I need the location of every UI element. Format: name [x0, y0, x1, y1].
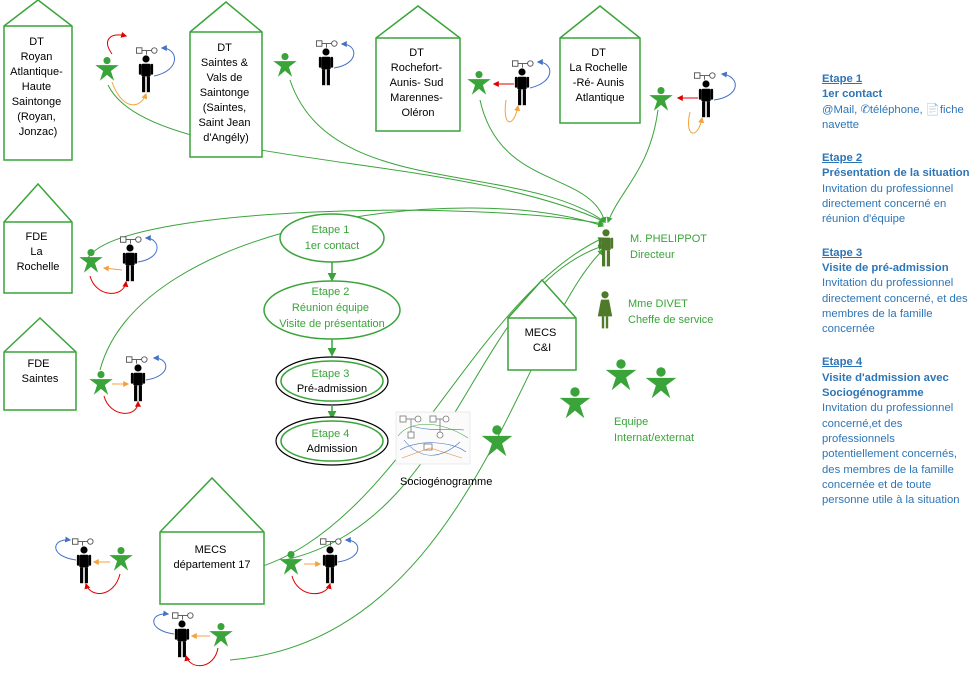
house-label: MECS département 17: [173, 544, 250, 571]
people-group-dtsaintes: [273, 40, 355, 86]
people-group-fdelarochelle: [79, 235, 158, 294]
people-group-mecs17-bottom: [153, 610, 233, 666]
team-member-icon: [605, 359, 637, 391]
genogram-icon: [72, 538, 94, 546]
house-label: DT La Rochelle -Ré- Aunis Atlantique: [569, 47, 630, 104]
professional-icon: [122, 244, 138, 282]
chef-name: Mme DIVET: [628, 298, 688, 310]
chef-role: Cheffe de service: [628, 314, 713, 326]
team-member-icon: [481, 425, 513, 457]
genogram-icon: [126, 356, 148, 364]
director-role: Directeur: [630, 249, 675, 261]
director-icon: [598, 229, 614, 267]
professional-icon: [174, 620, 190, 658]
genogram-icon: [120, 236, 142, 244]
house-fde-larochelle: FDE La Rochelle: [3, 182, 73, 294]
link-dtsaintes-director: [289, 79, 606, 223]
team-member-icon: [559, 387, 591, 419]
step-1-ellipse: [279, 213, 385, 263]
sociogram-thumbnail: [395, 411, 471, 465]
team-label-2: Internat/externat: [614, 432, 694, 444]
genogram-icon: [136, 47, 158, 55]
team-label-1: Equipe: [614, 416, 648, 428]
child-icon: [109, 546, 133, 571]
house-dt-larochelle: DT La Rochelle -Ré- Aunis Atlantique: [559, 5, 641, 124]
professional-icon: [698, 80, 714, 118]
side-step-title: Etape 3: [822, 246, 863, 259]
director-name: M. PHELIPPOT: [630, 233, 707, 245]
side-step-1: Etape 1 1er contact @Mail, ✆téléphone, 📄…: [822, 72, 974, 133]
side-step-heading: Présentation de la situation: [822, 167, 970, 180]
house-dt-rochefort: DT Rochefort- Aunis- Sud Marennes- Oléro…: [375, 5, 461, 132]
side-step-heading: Visite d'admission avec Sociogénogramme: [822, 371, 949, 400]
people-group-mecs17-left: [55, 536, 133, 594]
side-step-3: Etape 3 Visite de pré-admission Invitati…: [822, 246, 974, 338]
child-icon: [279, 550, 303, 575]
side-step-title: Etape 2: [822, 152, 863, 165]
side-step-body: Invitation du professionnel directement …: [822, 277, 968, 336]
step-4-label: Etape 4 Admission: [307, 428, 358, 455]
house-mecs-ci: MECS C&I: [507, 278, 577, 371]
side-step-heading: Visite de pré-admission: [822, 261, 949, 274]
genogram-icon: [172, 612, 194, 620]
genogram-icon: [320, 538, 342, 546]
genogram-icon: [316, 40, 338, 48]
side-step-body: @Mail, ✆téléphone, 📄fiche navette: [822, 103, 964, 131]
child-icon: [209, 622, 233, 647]
step-3-label: Etape 3 Pré-admission: [297, 368, 367, 395]
child-icon: [95, 56, 119, 81]
house-label: DT Royan Atlantique- Haute Saintonge (Ro…: [10, 36, 66, 138]
steps-flow: Etape 1 1er contact Etape 2 Réunion équi…: [263, 213, 401, 466]
professional-icon: [322, 546, 338, 584]
steps-sidebar: Etape 1 1er contact @Mail, ✆téléphone, 📄…: [822, 72, 974, 526]
people-group-dtroyan: [95, 31, 175, 106]
house-label: FDE Saintes: [22, 358, 59, 385]
child-icon: [89, 370, 113, 395]
link-fdelarochelle-director: [87, 209, 605, 259]
side-step-body: Invitation du professionnel directement …: [822, 182, 954, 226]
link-mecs17-b-director: [284, 244, 605, 561]
people-group-dtrochefort: [467, 59, 551, 123]
sociogram-label: Sociogénogramme: [400, 476, 492, 488]
team-member-icon: [645, 367, 677, 399]
people-group-fdesaintes: [89, 355, 167, 414]
child-icon: [467, 70, 491, 95]
house-fde-saintes: FDE Saintes: [3, 316, 77, 411]
link-dtlarochelle-director: [606, 109, 659, 224]
house-label: DT Saintes & Vals de Saintonge (Saintes,…: [198, 42, 253, 144]
people-group-mecs17-right: [279, 537, 359, 595]
house-label: FDE La Rochelle: [17, 231, 60, 273]
side-step-heading: 1er contact: [822, 88, 883, 101]
house-label: DT Rochefort- Aunis- Sud Marennes- Oléro…: [390, 47, 447, 119]
professional-icon: [318, 48, 334, 86]
link-mecs17-c-director: [229, 249, 604, 661]
side-step-4: Etape 4 Visite d'admission avec Sociogén…: [822, 355, 974, 508]
genogram-icon: [512, 60, 534, 68]
link-dtroyan-director: [107, 84, 607, 223]
child-icon: [79, 248, 103, 273]
house-mecs-17: MECS département 17: [159, 476, 265, 605]
chef-icon: [597, 291, 613, 329]
people-group-dtlarochelle: [649, 71, 736, 134]
side-step-title: Etape 1: [822, 73, 863, 85]
house-dt-saintes: DT Saintes & Vals de Saintonge (Saintes,…: [189, 1, 263, 158]
step-2-label: Etape 2 Réunion équipe Visite de présent…: [279, 286, 385, 330]
step-1-label: Etape 1 1er contact: [305, 224, 359, 252]
professional-icon: [138, 55, 154, 93]
child-icon: [649, 86, 673, 111]
side-step-2: Etape 2 Présentation de la situation Inv…: [822, 151, 974, 227]
child-icon: [273, 52, 297, 77]
link-dtrochefort-director: [479, 99, 607, 224]
side-step-body: Invitation du professionnel concerné,et …: [822, 402, 960, 507]
professional-icon: [76, 546, 92, 584]
genogram-icon: [694, 72, 716, 80]
professional-icon: [514, 68, 530, 106]
house-label: MECS C&I: [525, 327, 560, 354]
house-dt-royan: DT Royan Atlantique- Haute Saintonge (Ro…: [3, 0, 73, 161]
side-step-title: Etape 4: [822, 356, 863, 369]
professional-icon: [130, 364, 146, 402]
